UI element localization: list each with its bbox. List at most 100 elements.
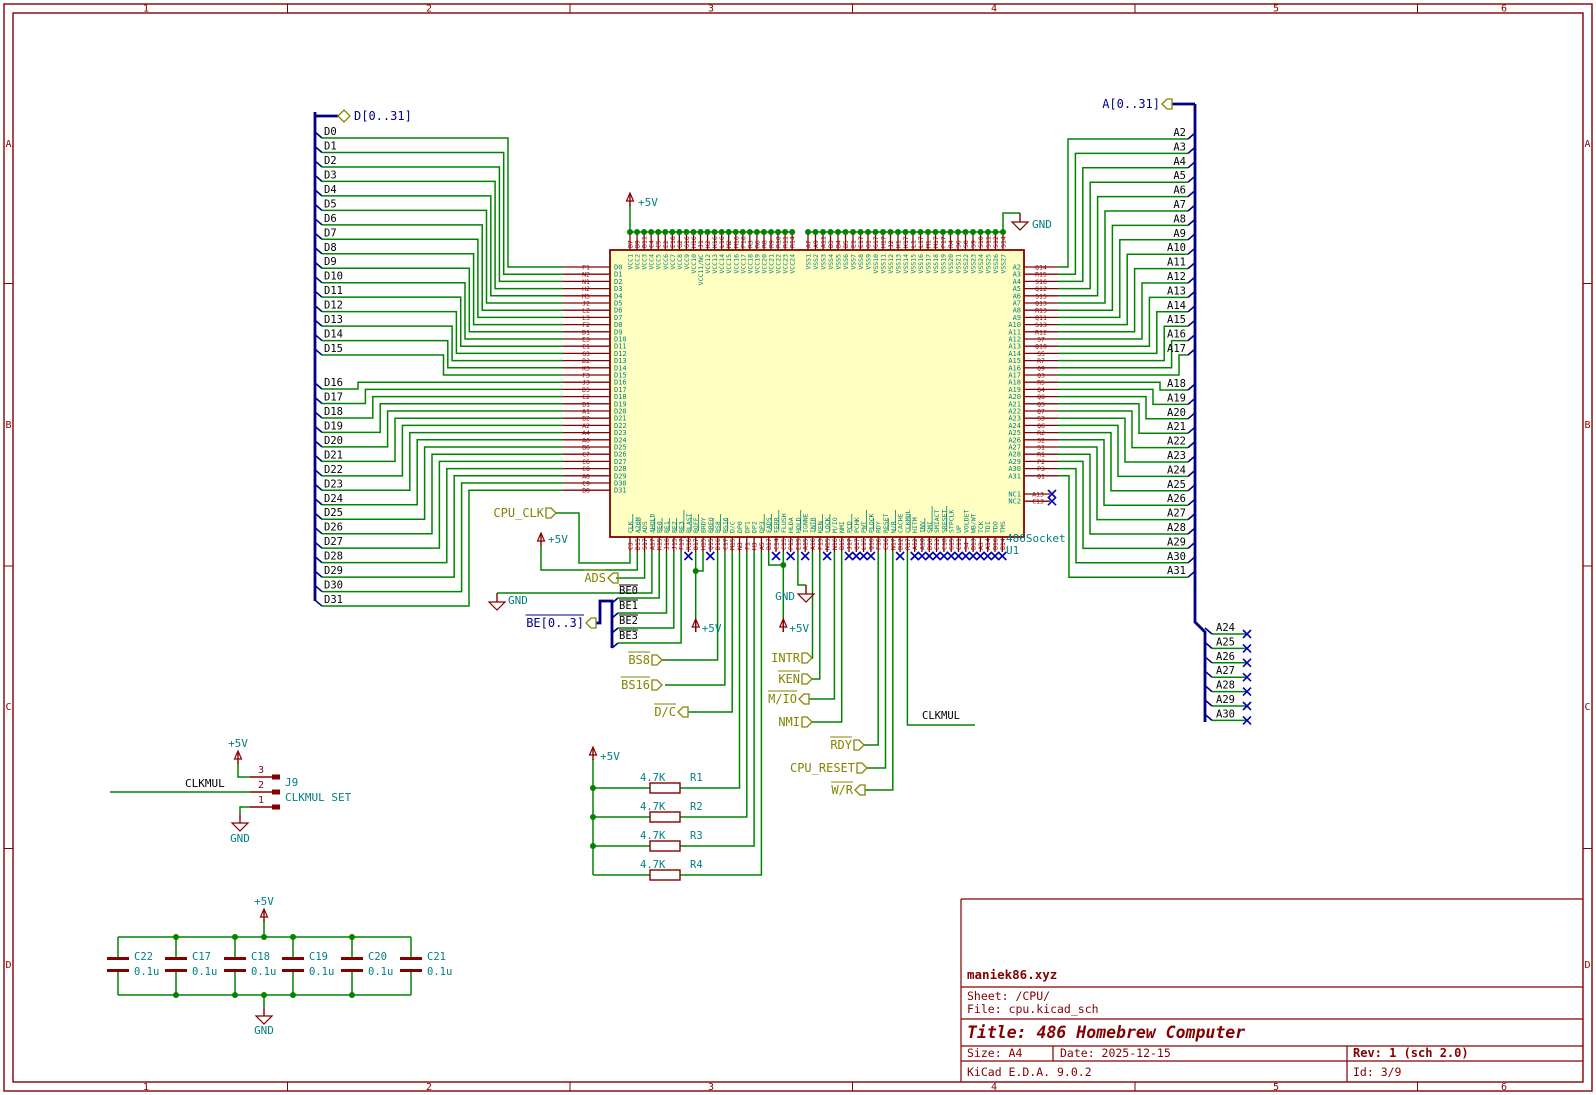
net-label-A22[interactable]: A22	[1167, 436, 1186, 448]
net-label-A21[interactable]: A21	[1167, 421, 1186, 433]
net-label-D2[interactable]: D2	[324, 155, 337, 167]
net-label-D8[interactable]: D8	[324, 242, 337, 254]
net-label-A17[interactable]: A17	[1167, 343, 1186, 355]
net-label-BE0[interactable]: BE0	[619, 585, 638, 597]
hier-label-dc[interactable]: D/C	[654, 705, 676, 719]
net-label-clkmul-j9[interactable]: CLKMUL	[185, 777, 225, 790]
net-label-stub-A29[interactable]: A29	[1216, 694, 1235, 706]
net-label-stub-A30[interactable]: A30	[1216, 708, 1235, 720]
net-label-D20[interactable]: D20	[324, 435, 343, 447]
hier-label-rdy[interactable]: RDY	[830, 738, 852, 752]
hier-label-nmi[interactable]: NMI	[778, 715, 800, 729]
net-label-A8[interactable]: A8	[1173, 213, 1186, 225]
net-label-A6[interactable]: A6	[1173, 185, 1186, 197]
net-label-A16[interactable]: A16	[1167, 329, 1186, 341]
net-label-A29[interactable]: A29	[1167, 536, 1186, 548]
net-label-A3[interactable]: A3	[1173, 141, 1186, 153]
net-label-D19[interactable]: D19	[324, 420, 343, 432]
net-label-A20[interactable]: A20	[1167, 407, 1186, 419]
resistor-R4[interactable]	[649, 869, 681, 881]
net-label-stub-A28[interactable]: A28	[1216, 680, 1235, 692]
net-label-A18[interactable]: A18	[1167, 378, 1186, 390]
hier-label-bs8[interactable]: BS8	[628, 653, 650, 667]
net-label-A11[interactable]: A11	[1167, 257, 1186, 269]
net-label-D26[interactable]: D26	[324, 522, 343, 534]
net-label-A15[interactable]: A15	[1167, 314, 1186, 326]
net-label-A26[interactable]: A26	[1167, 493, 1186, 505]
net-label-D29[interactable]: D29	[324, 565, 343, 577]
net-label-A9[interactable]: A9	[1173, 228, 1186, 240]
net-label-D9[interactable]: D9	[324, 256, 337, 268]
hier-label-data-bus[interactable]: D[0..31]	[354, 109, 412, 123]
net-label-BE2[interactable]: BE2	[619, 615, 638, 627]
hier-label-ads[interactable]: ADS	[584, 571, 606, 585]
net-label-D11[interactable]: D11	[324, 285, 343, 297]
net-label-clkmul[interactable]: CLKMUL	[922, 710, 960, 722]
net-label-A5[interactable]: A5	[1173, 170, 1186, 182]
net-label-D5[interactable]: D5	[324, 198, 337, 210]
net-label-D30[interactable]: D30	[324, 580, 343, 592]
net-label-D27[interactable]: D27	[324, 536, 343, 548]
net-label-A4[interactable]: A4	[1173, 156, 1186, 168]
net-label-D25[interactable]: D25	[324, 507, 343, 519]
net-label-BE3[interactable]: BE3	[619, 630, 638, 642]
net-label-A2[interactable]: A2	[1173, 127, 1186, 139]
net-label-stub-A25[interactable]: A25	[1216, 636, 1235, 648]
hier-label-cpu_clk[interactable]: CPU_CLK	[493, 506, 544, 520]
net-label-BE1[interactable]: BE1	[619, 600, 638, 612]
hier-label-addr-bus[interactable]: A[0..31]	[1102, 97, 1160, 111]
net-labels[interactable]: D[0..31] D0D1D2D3D4D5D6D7D8D9D10D11D12D13…	[185, 97, 1235, 797]
net-label-D0[interactable]: D0	[324, 126, 337, 138]
hier-label-wr[interactable]: W/R	[831, 783, 853, 797]
resistor-R3[interactable]	[649, 840, 681, 852]
net-label-A19[interactable]: A19	[1167, 392, 1186, 404]
net-label-D6[interactable]: D6	[324, 213, 337, 225]
net-label-A27[interactable]: A27	[1167, 508, 1186, 520]
net-label-D14[interactable]: D14	[324, 329, 343, 341]
net-label-D17[interactable]: D17	[324, 391, 343, 403]
net-label-A12[interactable]: A12	[1167, 271, 1186, 283]
pin-name: VSS8	[857, 254, 865, 270]
net-label-D15[interactable]: D15	[324, 343, 343, 355]
net-label-A28[interactable]: A28	[1167, 522, 1186, 534]
net-label-A24[interactable]: A24	[1167, 464, 1186, 476]
net-label-D21[interactable]: D21	[324, 449, 343, 461]
net-label-D16[interactable]: D16	[324, 377, 343, 389]
hier-label-bs16[interactable]: BS16	[621, 678, 650, 692]
hier-label-cpu_reset[interactable]: CPU_RESET	[790, 761, 855, 775]
hier-label-mio[interactable]: M/IO	[768, 692, 797, 706]
net-label-A23[interactable]: A23	[1167, 450, 1186, 462]
net-label-A30[interactable]: A30	[1167, 551, 1186, 563]
net-label-A31[interactable]: A31	[1167, 565, 1186, 577]
net-label-D12[interactable]: D12	[324, 300, 343, 312]
resistor-R1[interactable]	[649, 782, 681, 794]
net-label-D22[interactable]: D22	[324, 464, 343, 476]
net-label-D31[interactable]: D31	[324, 594, 343, 606]
hier-label-intr[interactable]: INTR	[771, 651, 801, 665]
net-label-A7[interactable]: A7	[1173, 199, 1186, 211]
hier-label-ken[interactable]: KEN	[778, 672, 800, 686]
net-label-stub-A24[interactable]: A24	[1216, 622, 1235, 634]
net-label-D23[interactable]: D23	[324, 478, 343, 490]
net-label-A10[interactable]: A10	[1167, 242, 1186, 254]
resistor-R2[interactable]	[649, 811, 681, 823]
net-label-A14[interactable]: A14	[1167, 300, 1186, 312]
net-label-D4[interactable]: D4	[324, 184, 337, 196]
net-label-A13[interactable]: A13	[1167, 285, 1186, 297]
net-label-A25[interactable]: A25	[1167, 479, 1186, 491]
net-label-stub-A26[interactable]: A26	[1216, 651, 1235, 663]
net-label-D24[interactable]: D24	[324, 493, 343, 505]
net-label-D7[interactable]: D7	[324, 227, 337, 239]
net-label-D3[interactable]: D3	[324, 169, 337, 181]
net-label-D28[interactable]: D28	[324, 551, 343, 563]
net-label-D1[interactable]: D1	[324, 140, 337, 152]
net-label-stub-A27[interactable]: A27	[1216, 665, 1235, 677]
net-label-D10[interactable]: D10	[324, 271, 343, 283]
hier-label-be-bus[interactable]: BE[0..3]	[526, 616, 584, 630]
net-label-D18[interactable]: D18	[324, 406, 343, 418]
net-label-D13[interactable]: D13	[324, 314, 343, 326]
